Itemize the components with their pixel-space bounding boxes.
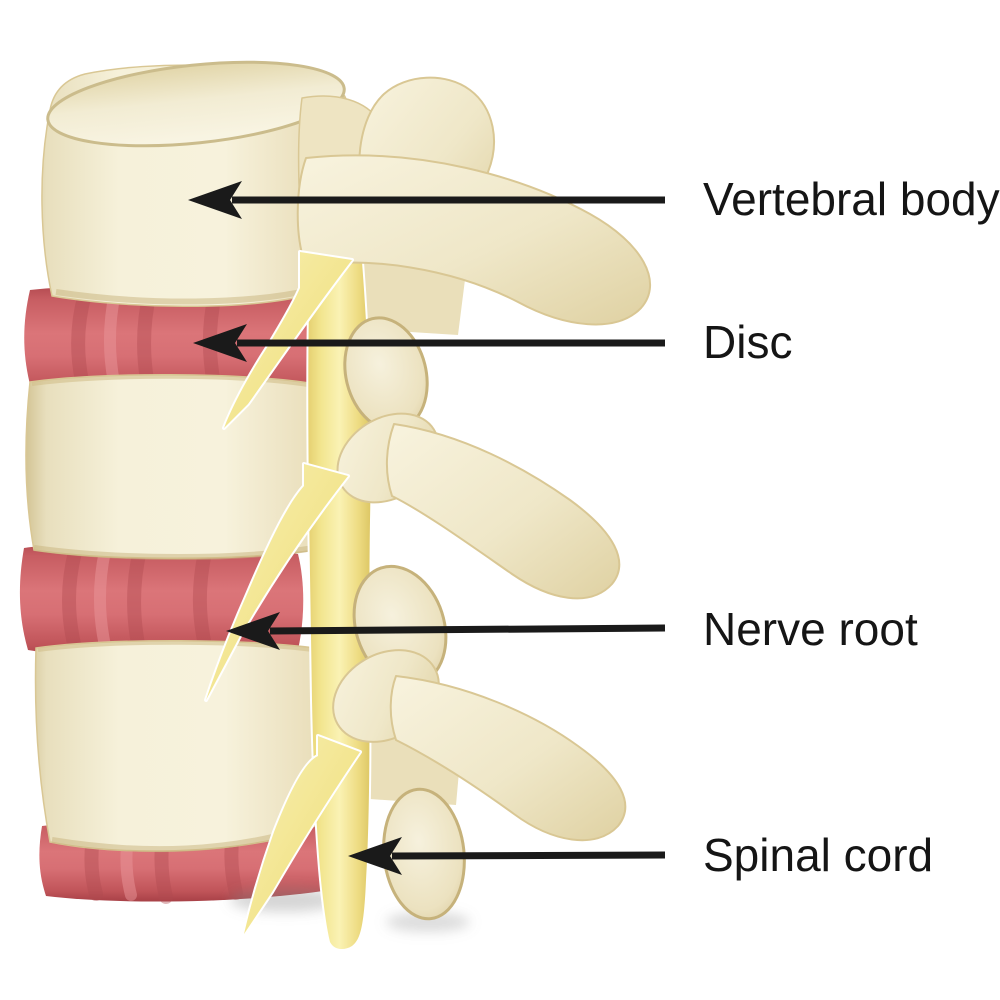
vertebral-body-2-top-shade xyxy=(31,374,315,388)
vertebral-body-1-bottom-shade xyxy=(55,287,311,305)
arrow-vertebral-body xyxy=(188,181,665,219)
arrow-disc xyxy=(193,324,665,362)
arrow-nerve-root-head xyxy=(226,612,280,650)
shadow-under-facet-3 xyxy=(386,912,470,932)
arrow-spinal-cord xyxy=(348,837,666,875)
arrow-spinal-cord-head xyxy=(348,837,402,875)
annotation-arrows xyxy=(188,181,666,875)
annotation-labels: Vertebral body Disc Nerve root Spinal co… xyxy=(703,173,1000,881)
vertebral-body-1-top-face xyxy=(46,60,346,148)
arrow-spinal-cord-line xyxy=(391,851,666,860)
disc-2-light-streak xyxy=(93,545,112,656)
arrow-vertebral-body-head xyxy=(188,181,242,219)
arrow-disc-head xyxy=(193,324,247,362)
label-spinal-cord: Spinal cord xyxy=(703,829,933,881)
disc-1-shape xyxy=(24,285,312,401)
spinous-process-3 xyxy=(389,675,627,842)
vertebral-bodies xyxy=(25,60,349,853)
label-vertebral-body: Vertebral body xyxy=(703,173,1000,225)
spinous-process-2 xyxy=(385,423,621,600)
nerve-root-2-shape xyxy=(204,462,350,702)
arrow-nerve-root-line xyxy=(269,624,666,635)
label-disc: Disc xyxy=(703,316,792,368)
arrow-nerve-root xyxy=(226,612,666,650)
vertebral-body-3-top-shade xyxy=(37,640,329,654)
nerve-root-3-shape xyxy=(242,734,362,936)
label-nerve-root: Nerve root xyxy=(703,603,918,655)
